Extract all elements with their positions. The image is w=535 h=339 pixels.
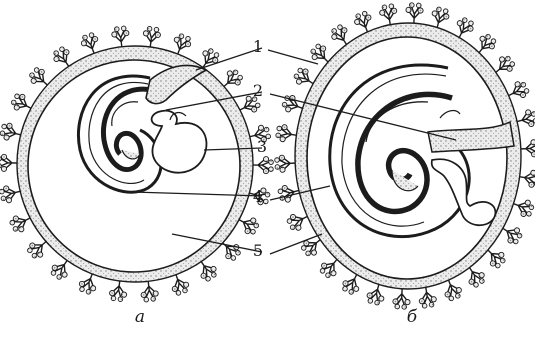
villus <box>140 279 159 302</box>
exocoelom-b <box>307 37 507 279</box>
villus <box>252 156 273 173</box>
villus <box>0 154 18 171</box>
panel-label-a: а <box>135 307 145 327</box>
label-1: 1 <box>253 37 263 56</box>
villus <box>405 2 423 24</box>
villus <box>274 154 296 172</box>
villus <box>111 26 130 49</box>
villus <box>519 139 535 157</box>
label-5: 5 <box>253 241 263 260</box>
label-2: 2 <box>253 81 263 100</box>
leader-1-b <box>268 50 318 64</box>
panel-b-embryo <box>274 2 535 309</box>
label-4: 4 <box>253 187 263 206</box>
panel-label-b: б <box>407 307 418 327</box>
label-3: 3 <box>257 137 267 156</box>
villus <box>142 26 162 49</box>
panel-a-embryo <box>0 26 273 303</box>
villus <box>109 279 129 302</box>
